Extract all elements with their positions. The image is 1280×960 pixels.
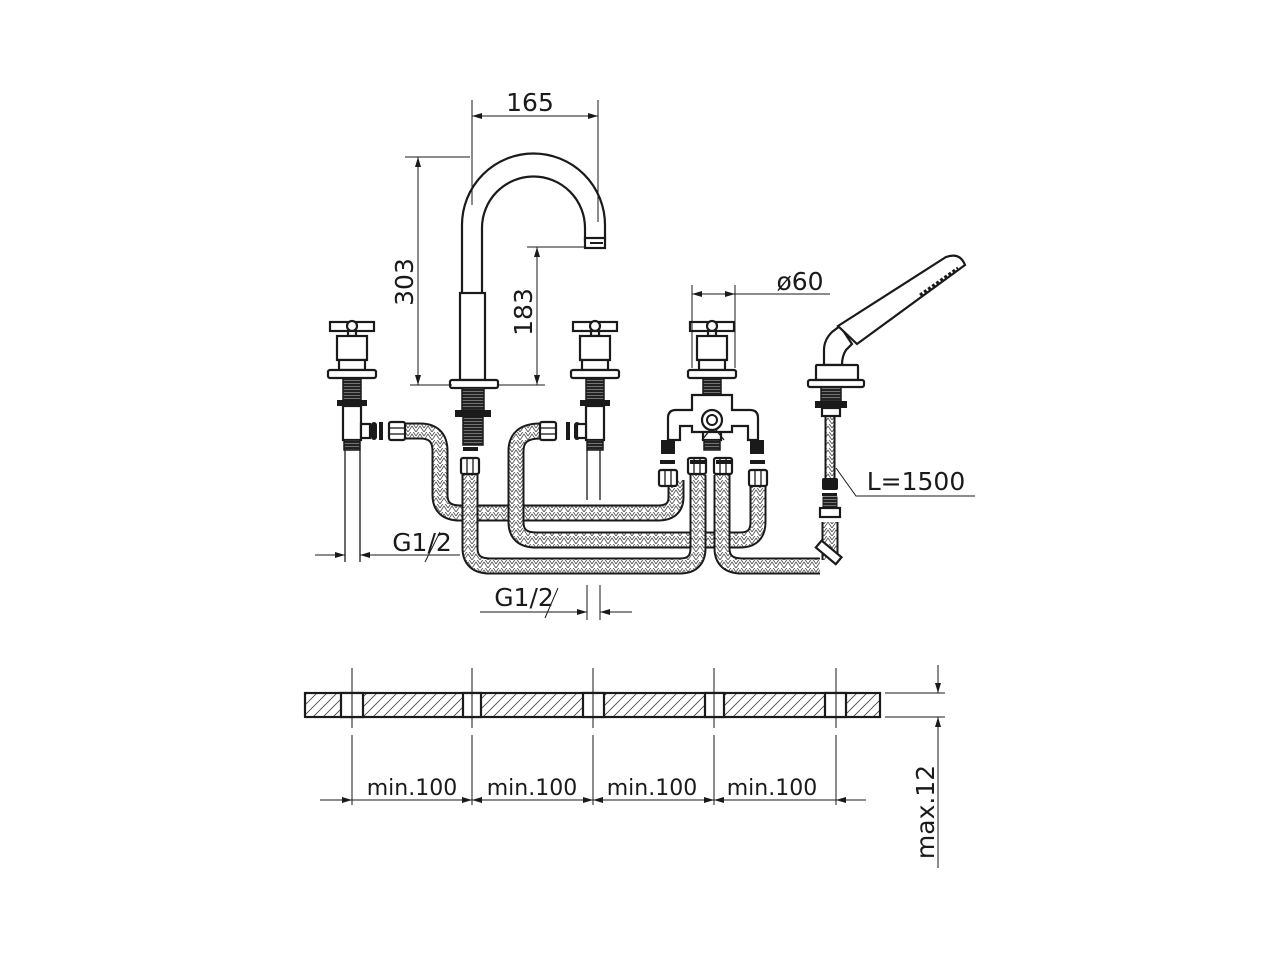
dim-spacing-1: min.100 [367, 776, 457, 801]
dim-spacing-4: min.100 [727, 776, 817, 801]
spout [448, 152, 607, 446]
dim-hose-length: L=1500 [867, 467, 966, 496]
hand-shower [806, 254, 967, 418]
dim-handle-diameter: ø60 [776, 267, 823, 296]
dim-outlet-height: 183 [509, 288, 538, 336]
valve-outlet [359, 422, 372, 440]
dim-deck-thickness: max.12 [911, 765, 940, 859]
dim-thread-left: G1/2 [392, 528, 452, 557]
dim-spacing-2: min.100 [487, 776, 577, 801]
valve-outlet [575, 422, 588, 440]
diverter-valve [661, 319, 764, 454]
dim-thread-bottom: G1/2 [494, 583, 554, 612]
dim-spout-reach: 165 [506, 88, 554, 117]
deck-section: min.100 min.100 min.100 min.100 max.12 [303, 665, 945, 868]
dim-spout-height: 303 [390, 258, 419, 306]
dim-spacing-3: min.100 [607, 776, 697, 801]
dimensions-upper: 165 303 183 ø60 L=1500 G1/2 G1/2 [315, 88, 975, 620]
